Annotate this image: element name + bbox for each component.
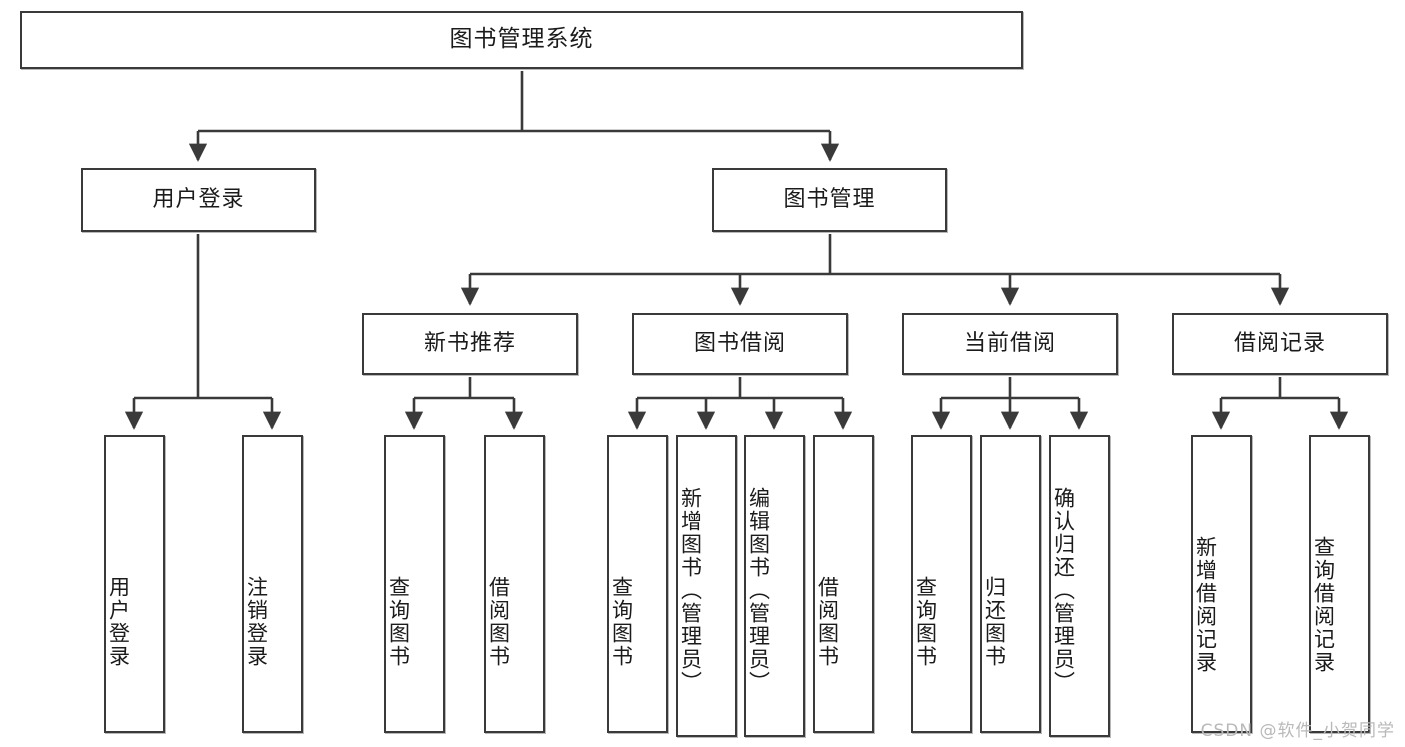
node-user-login[interactable]: 用户登录 [81, 168, 316, 232]
leaf-query-book-recommend[interactable]: 查询图书 [384, 435, 445, 733]
node-label: 新增借阅记录 [1193, 536, 1218, 674]
node-label: 查询图书 [609, 576, 634, 668]
node-label: 借阅图书 [486, 576, 511, 668]
leaf-borrow-book-recommend[interactable]: 借阅图书 [484, 435, 545, 733]
node-label: 新书推荐 [423, 330, 516, 356]
leaf-add-book-admin[interactable]: 新增图书（管理员） [676, 435, 737, 737]
node-label: 图书借阅 [693, 330, 786, 356]
node-label: 编辑图书（管理员） [746, 486, 771, 694]
node-label: 借阅记录 [1233, 330, 1326, 356]
node-label: 确认归还（管理员） [1051, 486, 1076, 694]
node-label: 当前借阅 [963, 330, 1056, 356]
node-label: 图书管理 [783, 186, 876, 212]
node-root-system[interactable]: 图书管理系统 [20, 11, 1023, 69]
node-label: 新增图书（管理员） [678, 486, 703, 694]
leaf-logout[interactable]: 注销登录 [242, 435, 303, 733]
leaf-query-book-current[interactable]: 查询图书 [911, 435, 972, 733]
node-label: 查询图书 [913, 576, 938, 668]
leaf-return-book[interactable]: 归还图书 [980, 435, 1041, 733]
node-book-borrow[interactable]: 图书借阅 [632, 313, 848, 375]
node-label: 归还图书 [982, 576, 1007, 668]
node-label: 图书管理系统 [449, 26, 594, 53]
leaf-user-login[interactable]: 用户登录 [104, 435, 165, 733]
node-label: 借阅图书 [815, 576, 840, 668]
leaf-borrow-book[interactable]: 借阅图书 [813, 435, 874, 733]
node-current-borrow[interactable]: 当前借阅 [902, 313, 1118, 375]
node-label: 查询图书 [386, 576, 411, 668]
node-label: 用户登录 [152, 186, 245, 212]
node-borrow-records[interactable]: 借阅记录 [1172, 313, 1388, 375]
node-label: 用户登录 [106, 576, 131, 668]
leaf-confirm-return-admin[interactable]: 确认归还（管理员） [1049, 435, 1110, 737]
node-label: 查询借阅记录 [1311, 536, 1336, 674]
leaf-edit-book-admin[interactable]: 编辑图书（管理员） [744, 435, 805, 737]
leaf-query-book-borrow[interactable]: 查询图书 [607, 435, 668, 733]
watermark-text: CSDN @软件_小贺同学 [1200, 721, 1395, 741]
leaf-query-borrow-record[interactable]: 查询借阅记录 [1309, 435, 1370, 733]
leaf-add-borrow-record[interactable]: 新增借阅记录 [1191, 435, 1252, 733]
node-new-book-recommend[interactable]: 新书推荐 [362, 313, 578, 375]
node-label: 注销登录 [244, 576, 269, 668]
node-book-management[interactable]: 图书管理 [712, 168, 947, 232]
